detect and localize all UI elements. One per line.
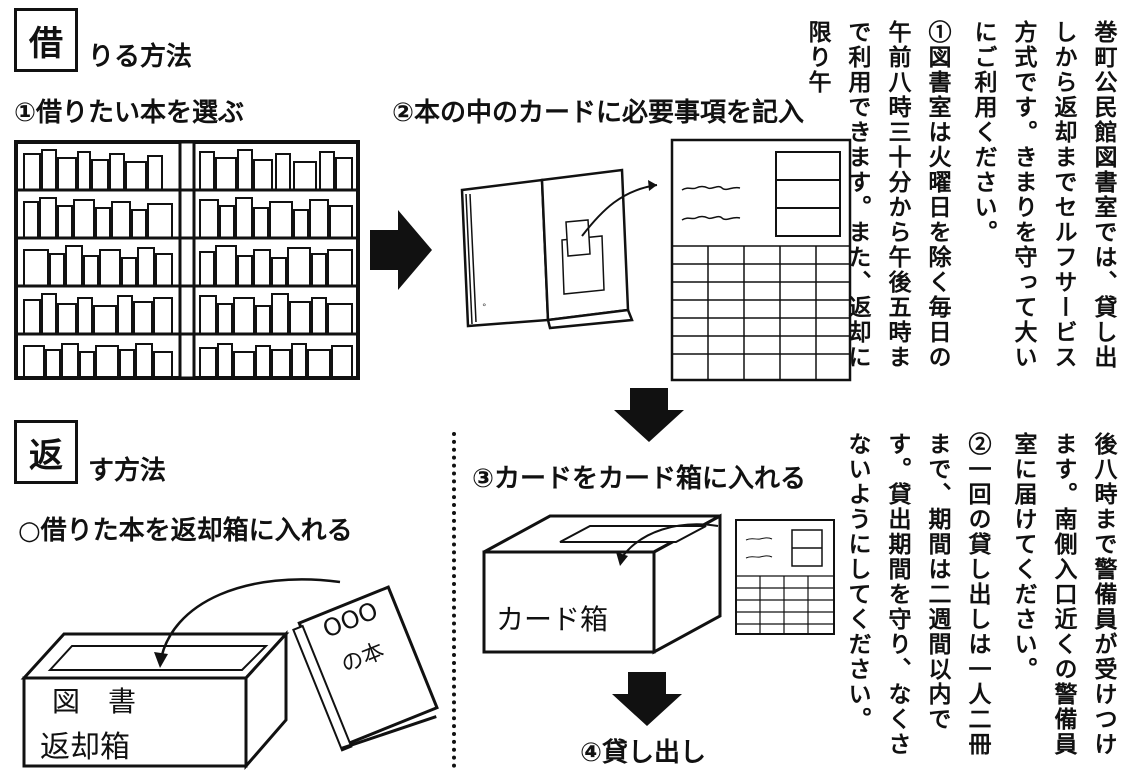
return-title-kanji: 返 [29, 435, 63, 476]
return-box-illustration [20, 578, 439, 771]
borrow-title-kanji: 借 [29, 23, 63, 64]
return-title: す方法 [88, 456, 167, 486]
borrow-title-kanji-box: 借 [14, 8, 78, 72]
note-1-top: ①図書室は火曜日を除く毎日の午前八時三十分から午後五時まで利用できます。また、返… [804, 20, 951, 370]
step2-label: ②本の中のカードに必要事項を記入 [392, 98, 805, 128]
return-instruction: ○借りた本を返却箱に入れる [18, 516, 353, 546]
note-2: ②一回の貸し出しは一人二冊まで、期間は二週間以内です。貸出期間を守り、なくさない… [844, 432, 991, 757]
open-book-illustration: ° [460, 168, 658, 330]
arrow-down-icon [614, 388, 684, 442]
card-box-illustration [482, 513, 835, 655]
arrow-down-icon-2 [612, 672, 682, 726]
step3-label: ③カードをカード箱に入れる [472, 464, 807, 494]
return-title-kanji-box: 返 [14, 420, 78, 484]
return-box-label-line2: 返却箱 [40, 730, 130, 765]
card-box-label: カード箱 [496, 603, 609, 636]
step1-label: ①借りたい本を選ぶ [14, 98, 245, 128]
svg-text:°: ° [482, 303, 487, 313]
bookshelf-illustration [14, 140, 360, 380]
note-1-bottom: 後八時まで警備員が受けつけます。南側入口近くの警備員室に届けてください。 [1010, 432, 1117, 757]
step4-label: ④貸し出し [580, 738, 707, 768]
note-intro: 巻町公民館図書室では、貸し出しから返却までセルフサービス方式です。きまりを守って… [970, 20, 1117, 370]
library-card-illustration [670, 138, 852, 382]
borrow-title: りる方法 [88, 42, 193, 72]
arrow-right-icon [370, 210, 432, 290]
dotted-divider [452, 432, 456, 768]
return-box-label-line1: 図 書 [52, 685, 137, 718]
